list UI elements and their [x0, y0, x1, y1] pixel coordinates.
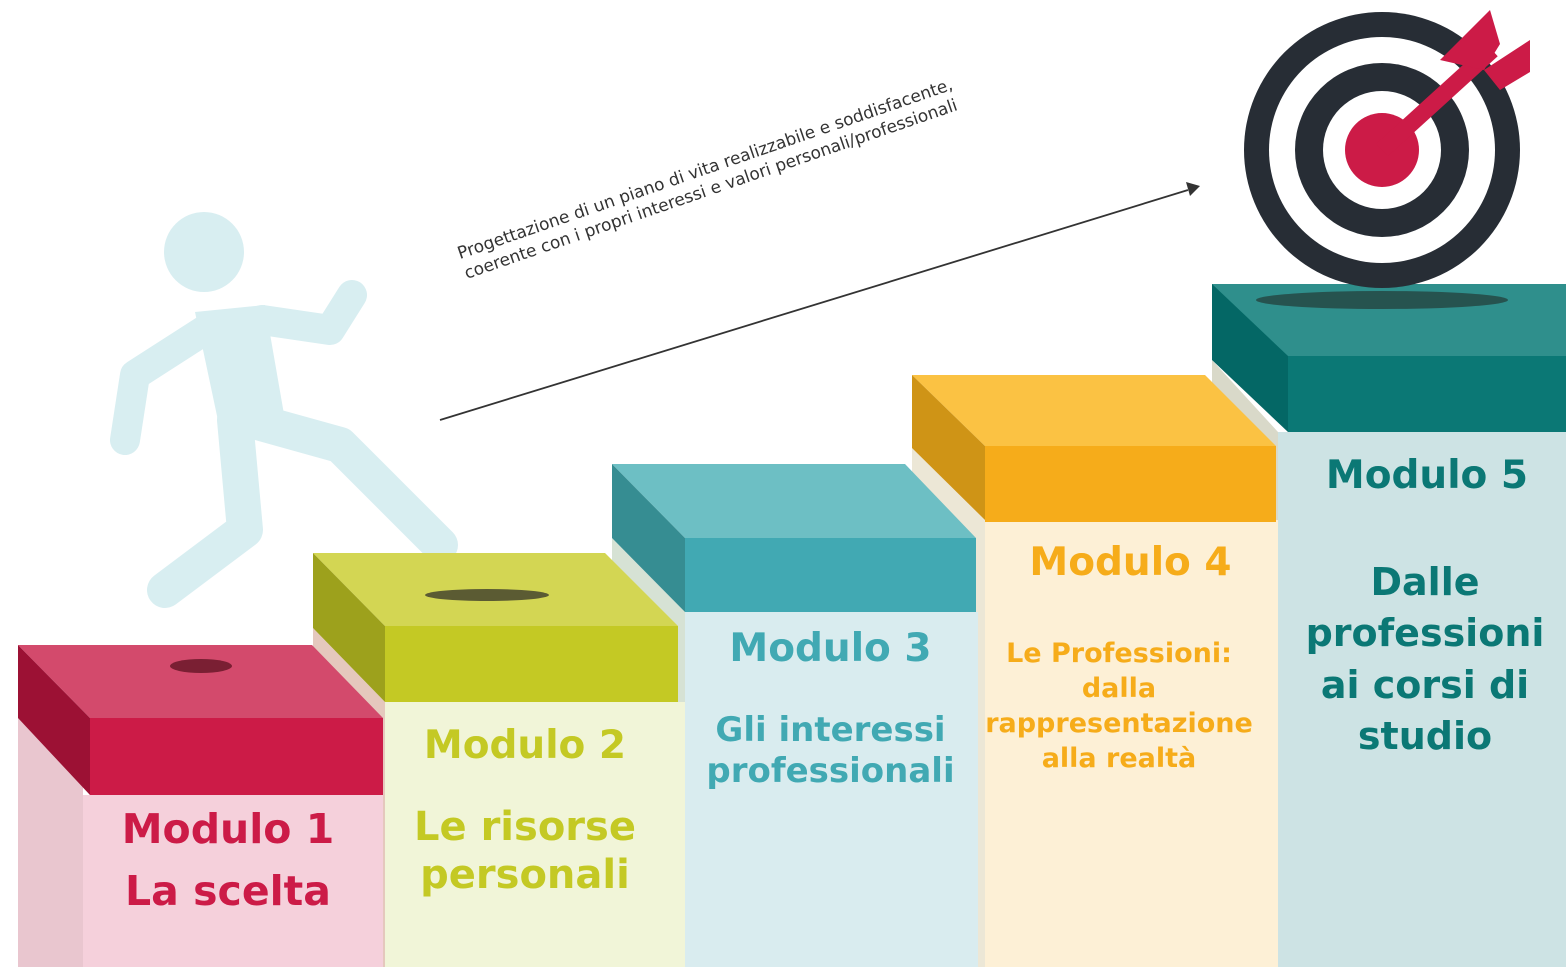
step-2-title: Modulo 2 — [423, 723, 627, 768]
step-4-title: Modulo 4 — [1029, 540, 1232, 585]
step-5-title: Modulo 5 — [1325, 453, 1529, 498]
step-1-title: Modulo 1 — [121, 805, 335, 853]
step-5-subtitle: Dalle professioni ai corsi di studio — [1305, 560, 1545, 758]
arrow-head — [1186, 182, 1200, 196]
running-person-icon — [110, 212, 458, 608]
step-2-subtitle: Le risorse personali — [414, 804, 636, 898]
step-3-subtitle: Gli interessi professionali — [706, 710, 955, 791]
step-1 — [18, 645, 383, 967]
step-1-subtitle: La scelta — [125, 867, 331, 915]
step-3-title: Modulo 3 — [729, 626, 932, 671]
direction-arrow — [439, 189, 1189, 421]
step-4-subtitle: Le Professioni: dalla rappresentazione a… — [985, 638, 1253, 775]
target-icon — [1244, 10, 1530, 288]
